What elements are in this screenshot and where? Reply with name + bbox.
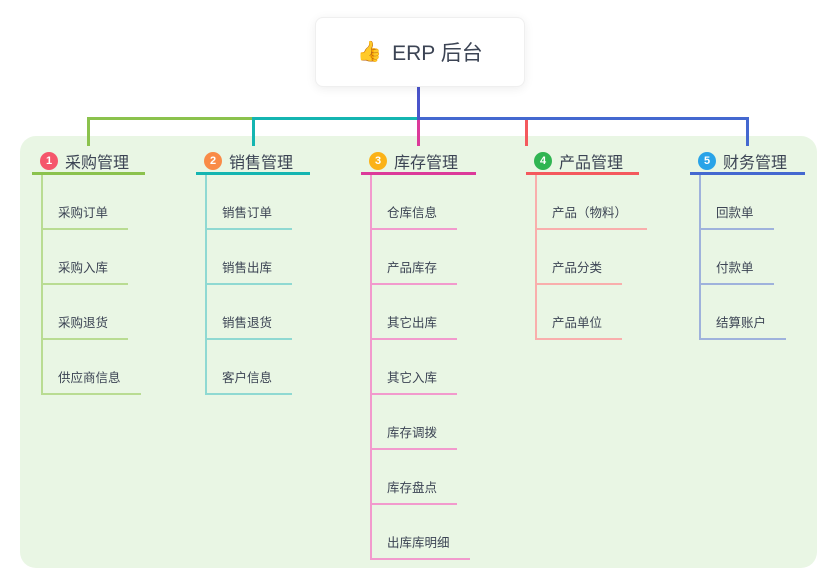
branch-sales-management: 2 销售管理 销售订单 销售出库 销售退货 客户信息 <box>196 150 310 395</box>
branch-title-sales[interactable]: 2 销售管理 <box>196 150 310 175</box>
branch-number-badge: 5 <box>698 152 716 170</box>
child-node[interactable]: 采购退货 <box>43 285 129 340</box>
branch-children: 仓库信息 产品库存 其它出库 其它入库 库存调拨 库存盘点 出库库明细 <box>370 175 476 560</box>
branch-number-badge: 1 <box>40 152 58 170</box>
connector-bus-sales <box>252 117 420 120</box>
child-node[interactable]: 客户信息 <box>207 340 293 395</box>
thumbs-up-icon: 👍 <box>357 41 383 63</box>
root-node-erp-backend[interactable]: 👍 ERP 后台 <box>315 17 525 87</box>
branch-number-badge: 2 <box>204 152 222 170</box>
child-node[interactable]: 库存盘点 <box>372 450 458 505</box>
branch-label: 采购管理 <box>65 155 130 172</box>
connector-drop-finance <box>746 117 749 146</box>
child-node[interactable]: 销售退货 <box>207 285 293 340</box>
branches-background-panel <box>20 136 817 568</box>
child-node[interactable]: 其它出库 <box>372 285 458 340</box>
child-node[interactable]: 回款单 <box>701 175 774 230</box>
child-node[interactable]: 库存调拨 <box>372 395 458 450</box>
connector-drop-inventory <box>417 120 420 146</box>
branch-label: 产品管理 <box>559 155 624 172</box>
connector-drop-product <box>525 120 528 146</box>
child-node[interactable]: 销售订单 <box>207 175 293 230</box>
branch-product-management: 4 产品管理 产品（物料） 产品分类 产品单位 <box>526 150 648 340</box>
connector-drop-purchase <box>87 117 90 146</box>
branch-children: 销售订单 销售出库 销售退货 客户信息 <box>205 175 310 395</box>
child-node[interactable]: 结算账户 <box>701 285 787 340</box>
branch-number-badge: 4 <box>534 152 552 170</box>
child-node[interactable]: 供应商信息 <box>43 340 141 395</box>
connector-bus-finance <box>417 117 749 120</box>
branch-title-product[interactable]: 4 产品管理 <box>526 150 639 175</box>
branch-children: 回款单 付款单 结算账户 <box>699 175 805 340</box>
child-node[interactable]: 销售出库 <box>207 230 293 285</box>
child-node[interactable]: 仓库信息 <box>372 175 458 230</box>
child-node[interactable]: 产品库存 <box>372 230 458 285</box>
child-node[interactable]: 产品分类 <box>537 230 623 285</box>
branch-inventory-management: 3 库存管理 仓库信息 产品库存 其它出库 其它入库 库存调拨 库存盘点 出库库… <box>361 150 476 560</box>
connector-bus-purchase <box>87 117 254 120</box>
branch-label: 财务管理 <box>723 155 788 172</box>
branch-title-finance[interactable]: 5 财务管理 <box>690 150 805 175</box>
child-node[interactable]: 出库库明细 <box>372 505 470 560</box>
child-node[interactable]: 其它入库 <box>372 340 458 395</box>
branch-children: 产品（物料） 产品分类 产品单位 <box>535 175 648 340</box>
child-node[interactable]: 产品（物料） <box>537 175 648 230</box>
branch-label: 库存管理 <box>394 155 459 172</box>
branch-finance-management: 5 财务管理 回款单 付款单 结算账户 <box>690 150 805 340</box>
connector-root-line <box>417 84 420 120</box>
branch-label: 销售管理 <box>229 155 294 172</box>
child-node[interactable]: 产品单位 <box>537 285 623 340</box>
connector-drop-sales <box>252 117 255 146</box>
branch-number-badge: 3 <box>369 152 387 170</box>
branch-title-inventory[interactable]: 3 库存管理 <box>361 150 476 175</box>
branch-children: 采购订单 采购入库 采购退货 供应商信息 <box>41 175 145 395</box>
child-node[interactable]: 付款单 <box>701 230 774 285</box>
root-node-label: ERP 后台 <box>392 42 483 65</box>
branch-purchase-management: 1 采购管理 采购订单 采购入库 采购退货 供应商信息 <box>32 150 145 395</box>
branch-title-purchase[interactable]: 1 采购管理 <box>32 150 145 175</box>
child-node[interactable]: 采购入库 <box>43 230 129 285</box>
child-node[interactable]: 采购订单 <box>43 175 129 230</box>
